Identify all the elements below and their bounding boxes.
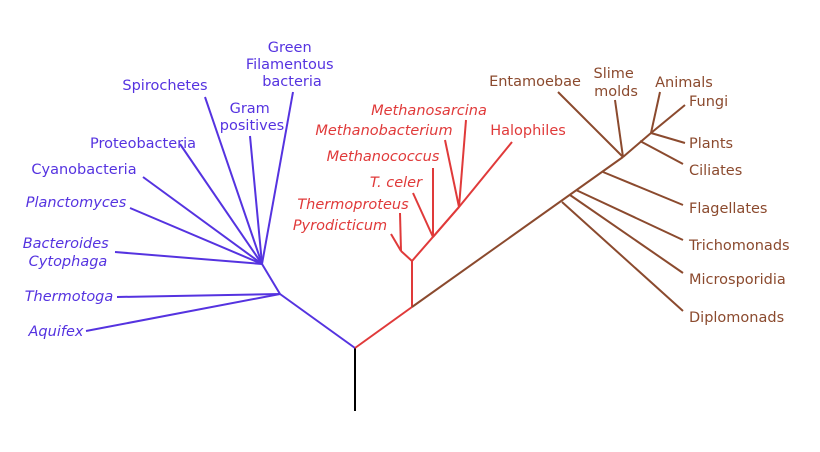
- label-proteobacteria: Proteobacteria: [90, 136, 196, 152]
- label-plants: Plants: [689, 136, 733, 152]
- label-methanococcus: Methanococcus: [327, 149, 440, 165]
- label-bacteroides-cytophaga: Bacteroides Cytophaga: [23, 236, 114, 270]
- label-animals: Animals: [655, 75, 713, 91]
- label-green-filamentous-bacteria: Green Filamentous bacteria: [246, 40, 338, 90]
- label-gram-positives: Gram positives: [220, 101, 284, 134]
- eukaryota-branches: [411, 91, 686, 312]
- label-microsporidia: Microsporidia: [689, 272, 786, 288]
- archaea-branches: [354, 119, 513, 349]
- label-fungi: Fungi: [689, 94, 728, 110]
- label-trichomonads: Trichomonads: [688, 238, 790, 254]
- label-planctomyces: Planctomyces: [26, 195, 127, 211]
- label-halophiles: Halophiles: [490, 123, 566, 139]
- label-t-celer: T. celer: [370, 175, 423, 191]
- label-thermotoga: Thermotoga: [25, 289, 114, 305]
- label-thermoproteus: Thermoproteus: [297, 197, 409, 213]
- label-aquifex: Aquifex: [28, 324, 84, 340]
- label-pyrodicticum: Pyrodicticum: [293, 218, 387, 234]
- label-ciliates: Ciliates: [689, 163, 742, 179]
- label-methanosarcina: Methanosarcina: [371, 103, 487, 119]
- label-diplomonads: Diplomonads: [689, 310, 784, 326]
- label-spirochetes: Spirochetes: [122, 78, 207, 94]
- label-entamoebae: Entamoebae: [489, 74, 581, 90]
- bacteria-branches: [85, 91, 356, 349]
- label-slime-molds: Slime molds: [594, 66, 639, 100]
- label-methanobacterium: Methanobacterium: [315, 123, 452, 139]
- label-cyanobacteria: Cyanobacteria: [31, 162, 136, 178]
- label-flagellates: Flagellates: [689, 201, 767, 217]
